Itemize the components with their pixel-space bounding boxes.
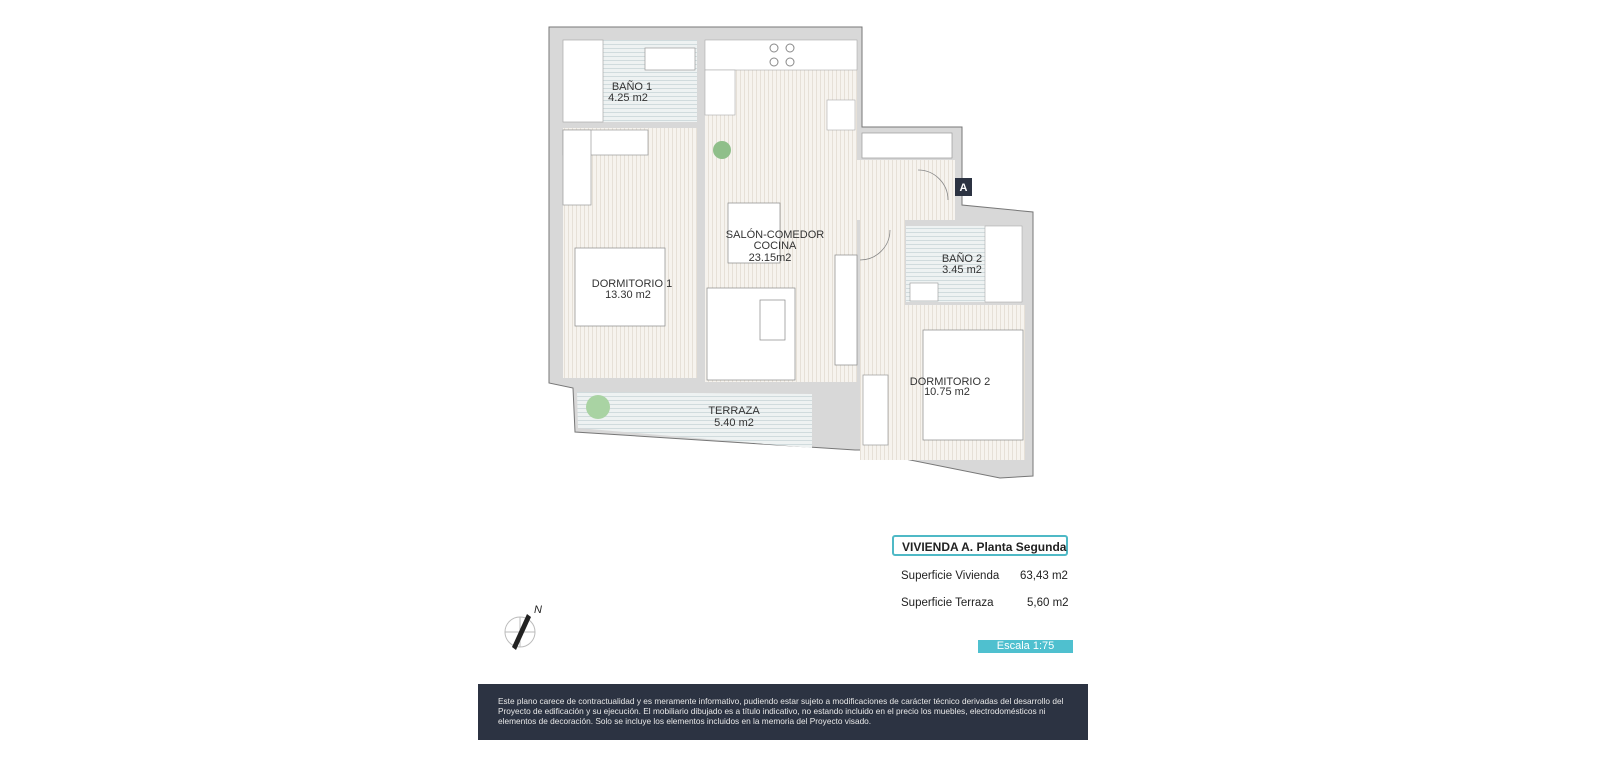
plant-icon — [713, 141, 731, 159]
label-bano2: BAÑO 2 — [942, 252, 982, 265]
compass-icon: N — [504, 604, 542, 650]
area-dormitorio1: 13.30 m2 — [605, 289, 651, 301]
entrance-marker-label: A — [960, 182, 968, 194]
floor-plan: BAÑO 1 4.25 m2 DORMITORIO 1 13.30 m2 SAL… — [504, 26, 1034, 650]
disclaimer-footer: Este plano carece de contractualidad y e… — [478, 684, 1088, 740]
svg-text:N: N — [534, 604, 542, 616]
disclaimer-text: Este plano carece de contractualidad y e… — [498, 696, 1064, 726]
area-bano2: 3.45 m2 — [942, 264, 982, 276]
area-salon: 23.15m2 — [749, 252, 792, 264]
surface-value-terraza: 5,60 m2 — [1027, 597, 1069, 609]
label-dormitorio1: DORMITORIO 1 — [592, 278, 672, 290]
label-bano1: BAÑO 1 — [612, 80, 652, 93]
label-dormitorio2: DORMITORIO 2 — [910, 376, 990, 388]
bed — [574, 247, 666, 327]
room-terraza — [577, 392, 812, 448]
unit-title: VIVIENDA A. Planta Segunda — [892, 535, 1068, 556]
surface-label-terraza: Superficie Terraza — [901, 597, 994, 609]
entrance-marker — [955, 178, 972, 196]
room-hall — [857, 160, 955, 220]
surface-value-vivienda: 63,43 m2 — [1020, 570, 1068, 582]
label-cocina: COCINA — [754, 240, 797, 252]
area-terraza: 5.40 m2 — [714, 417, 754, 429]
palm-icon — [586, 395, 610, 419]
scale-badge: Escala 1:75 — [978, 640, 1073, 653]
surface-label-vivienda: Superficie Vivienda — [901, 570, 1000, 582]
label-terraza: TERRAZA — [708, 405, 760, 417]
area-dormitorio2: 10.75 m2 — [924, 386, 970, 398]
label-salon: SALÓN-COMEDOR — [726, 228, 824, 241]
dining-table — [727, 202, 781, 264]
area-bano1: 4.25 m2 — [608, 92, 648, 104]
